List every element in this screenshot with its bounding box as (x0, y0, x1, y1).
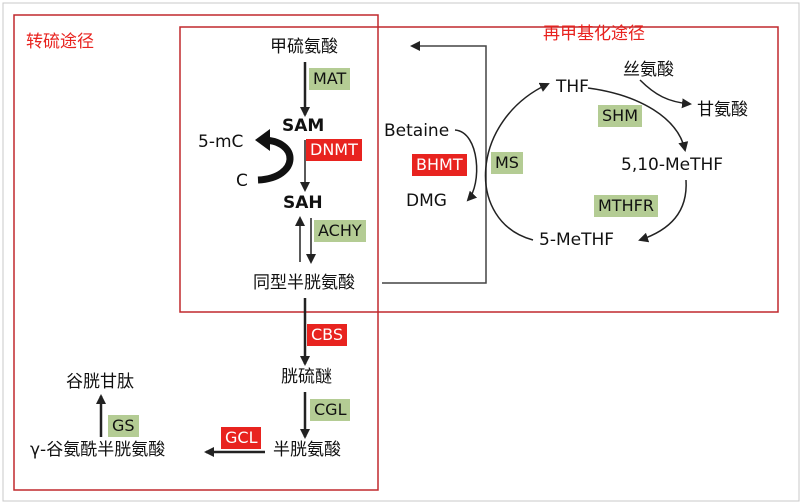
enzyme-gcl: GCL (221, 427, 262, 449)
enzyme-dnmt: DNMT (306, 139, 362, 161)
enzyme-achy: ACHY (314, 220, 366, 242)
c-label: C (236, 171, 248, 191)
glutathione-label: 谷胱甘肽 (66, 372, 134, 392)
arrow-5methf-to-thf (484, 82, 550, 241)
arrow-c-to-5mc (257, 136, 294, 184)
enzyme-gs: GS (108, 415, 139, 437)
dmg-label: DMG (406, 191, 447, 211)
gamma-glutamylcysteine-label: γ-谷氨酰半胱氨酸 (30, 440, 166, 460)
cysteine-label: 半胱氨酸 (273, 440, 341, 460)
arrow-c-to-5mc-head (255, 129, 270, 151)
homocysteine-label: 同型半胱氨酸 (253, 273, 355, 293)
glycine-label: 甘氨酸 (697, 100, 748, 120)
cystathionine-label: 胱硫醚 (281, 367, 332, 387)
remethylation-title: 再甲基化途径 (543, 24, 645, 44)
enzyme-mat: MAT (309, 68, 351, 90)
arrow-thf-to-methylene-thf (587, 87, 689, 152)
transsulfuration-title: 转硫途径 (26, 32, 94, 52)
arrow-methylene-thf-to-5methf (638, 179, 687, 243)
serine-label: 丝氨酸 (623, 60, 674, 80)
enzyme-cbs: CBS (307, 324, 348, 346)
5methf-label: 5-MeTHF (539, 230, 615, 250)
betaine-label: Betaine (384, 121, 450, 141)
thf-label: THF (556, 77, 589, 97)
transsulfuration-border (13, 14, 379, 491)
arrow-betaine-to-dmg (454, 129, 478, 202)
enzyme-shm: SHM (598, 105, 642, 127)
5mc-label: 5-mC (198, 132, 244, 152)
enzyme-ms: MS (491, 152, 523, 174)
enzyme-cgl: CGL (310, 399, 351, 421)
sah-label: SAH (283, 193, 323, 213)
methionine-label: 甲硫氨酸 (270, 37, 338, 57)
methylene-thf-label: 5,10-MeTHF (621, 155, 724, 175)
enzyme-bhmt: BHMT (412, 154, 467, 176)
arrow-serine-to-glycine (639, 79, 692, 109)
sam-label: SAM (282, 116, 325, 136)
remethylation-border (179, 26, 779, 313)
enzyme-mthfr: MTHFR (594, 195, 658, 217)
